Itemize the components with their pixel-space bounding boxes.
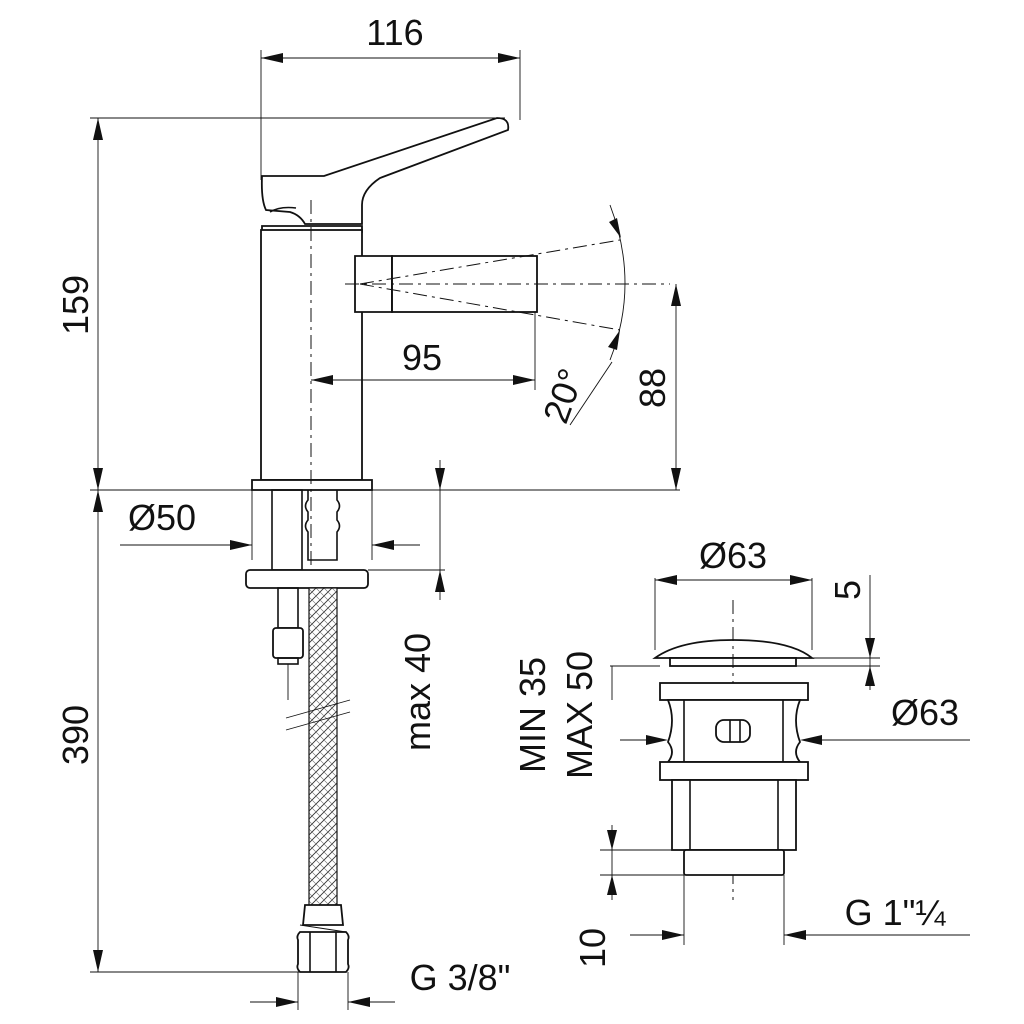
dim-label-waste-side-diameter: Ø63 [891, 692, 959, 733]
dim-label-diameter-50: Ø50 [128, 497, 196, 538]
waste-view [600, 575, 970, 945]
braided-hose [308, 587, 338, 909]
faucet-view [90, 50, 681, 1010]
dim-label-waste-top-diameter: Ø63 [699, 535, 767, 576]
dim-label-waste-min: MIN 35 [512, 657, 553, 773]
mounting-washer [245, 569, 369, 589]
dim-label-hose-thread: G 3/8" [410, 957, 511, 998]
dim-label-88: 88 [632, 368, 673, 408]
overflow-slot [715, 719, 751, 743]
dim-label-angle: 20° [535, 363, 592, 428]
dim-label-waste-thread: G 1"¼ [845, 892, 947, 933]
dim-label-116: 116 [366, 12, 423, 53]
dim-label-95: 95 [402, 337, 442, 378]
dim-label-max40: max 40 [397, 633, 438, 751]
dim-label-waste-cap: 5 [827, 580, 868, 600]
dim-label-waste-max: MAX 50 [559, 651, 600, 779]
dim-label-159: 159 [55, 275, 96, 335]
dim-label-waste-bottom: 10 [572, 928, 613, 968]
hose-nut [296, 931, 350, 973]
dim-label-390: 390 [55, 705, 96, 765]
lever-handle [260, 117, 510, 225]
